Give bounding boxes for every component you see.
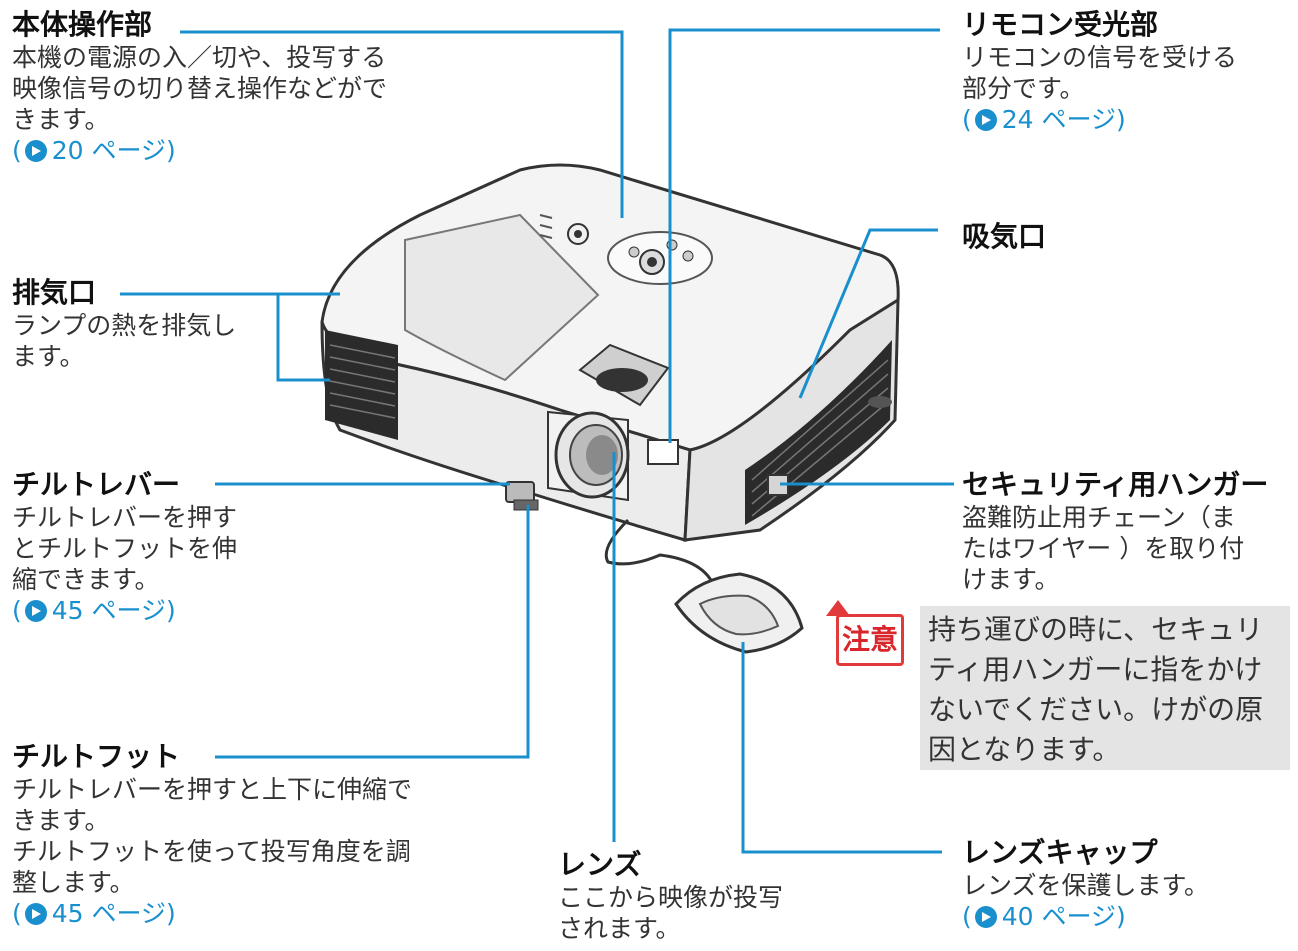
lens-desc-1: ここから映像が投写 — [558, 883, 784, 912]
exhaust-desc-1: ランプの熱を排気し — [12, 311, 237, 340]
tilt-foot-desc-1: チルトレバーを押すと上下に伸縮で — [12, 775, 413, 804]
caution-line-3: ないでください。けがの原 — [928, 693, 1264, 726]
tilt-foot-title: チルトフット — [12, 740, 181, 773]
callout-security-hanger: セキュリティ用ハンガー 盗難防止用チェーン（ま たはワイヤー ）を取り付 けます… — [962, 468, 1268, 595]
tilt-foot-page-ref-label: 45 ページ) — [51, 899, 176, 928]
remote-sensor-title: リモコン受光部 — [962, 8, 1159, 41]
security-hanger-desc-1: 盗難防止用チェーン（ま — [962, 503, 1236, 532]
page-reference-arrow-icon — [24, 599, 47, 622]
control-panel-desc-2: 映像信号の切り替え操作などがで — [12, 74, 388, 103]
remote-sensor-desc-2: 部分です。 — [962, 74, 1085, 103]
page-reference-arrow-icon — [24, 139, 47, 162]
lens-cap-desc-1: レンズを保護します。 — [962, 871, 1210, 900]
page-reference-arrow-icon — [974, 108, 997, 131]
tilt-lever-page-ref-label: 45 ページ) — [51, 596, 176, 625]
exhaust-title: 排気口 — [12, 276, 97, 309]
remote-sensor-page-ref-label: 24 ページ) — [1001, 105, 1126, 134]
tilt-lever-desc-2: とチルトフットを伸 — [12, 534, 238, 563]
callout-lens: レンズ ここから映像が投写 されます。 — [558, 848, 783, 944]
tilt-lever-title: チルトレバー — [12, 468, 181, 501]
caution-badge: 注意 — [836, 614, 904, 666]
page-reference-arrow-icon — [974, 905, 997, 928]
remote-sensor-page-ref[interactable]: ( 24 ページ) — [962, 105, 1126, 134]
caution-flag-icon — [826, 600, 850, 616]
caution-line-2: ティ用ハンガーに指をかけ — [928, 653, 1263, 686]
callout-remote-sensor: リモコン受光部 リモコンの信号を受ける 部分です。 ( 24 ページ) — [962, 8, 1237, 135]
tilt-lever-page-ref[interactable]: ( 45 ページ) — [12, 596, 176, 625]
remote-sensor-desc-1: リモコンの信号を受ける — [962, 43, 1238, 72]
security-hanger-desc-2: たはワイヤー ）を取り付 — [962, 534, 1245, 563]
lens-desc-2: されます。 — [558, 914, 681, 943]
control-panel-desc-1: 本機の電源の入／切や、投写する — [12, 43, 387, 72]
caution-line-4: 因となります。 — [928, 733, 1121, 766]
callout-control-panel: 本体操作部 本機の電源の入／切や、投写する 映像信号の切り替え操作などがで きま… — [12, 8, 387, 166]
security-hanger-title: セキュリティ用ハンガー — [962, 468, 1269, 501]
tilt-lever-desc-3: 縮できます。 — [12, 565, 160, 594]
lens-title: レンズ — [558, 848, 642, 881]
control-panel-page-ref[interactable]: ( 20 ページ) — [12, 136, 176, 165]
tilt-foot-desc-3: チルトフットを使って投写角度を調 — [12, 837, 411, 866]
lens-cap-title: レンズキャップ — [962, 836, 1158, 869]
callout-intake: 吸気口 — [962, 220, 1046, 254]
tilt-foot-desc-2: きます。 — [12, 806, 110, 835]
control-panel-page-ref-label: 20 ページ) — [51, 136, 176, 165]
callout-lens-cap: レンズキャップ レンズを保護します。 ( 40 ページ) — [962, 836, 1209, 932]
lens-cap-page-ref-label: 40 ページ) — [1001, 902, 1126, 931]
security-hanger-desc-3: けます。 — [962, 565, 1060, 594]
callout-tilt-foot: チルトフット チルトレバーを押すと上下に伸縮で きます。 チルトフットを使って投… — [12, 740, 412, 929]
tilt-foot-desc-4: 整します。 — [12, 868, 135, 897]
leader-lines — [120, 28, 954, 854]
callout-exhaust: 排気口 ランプの熱を排気し ます。 — [12, 276, 236, 372]
page-reference-arrow-icon — [24, 902, 47, 925]
exhaust-desc-2: ます。 — [12, 342, 85, 371]
tilt-lever-desc-1: チルトレバーを押す — [12, 503, 238, 532]
tilt-foot-page-ref[interactable]: ( 45 ページ) — [12, 899, 176, 928]
caution-box: 持ち運びの時に、セキュリ ティ用ハンガーに指をかけ ないでください。けがの原 因… — [920, 606, 1290, 770]
projector-illustration — [320, 163, 900, 654]
caution-line-1: 持ち運びの時に、セキュリ — [928, 613, 1264, 646]
control-panel-title: 本体操作部 — [12, 8, 153, 41]
callout-tilt-lever: チルトレバー チルトレバーを押す とチルトフットを伸 縮できます。 ( 45 ペ… — [12, 468, 237, 626]
intake-title: 吸気口 — [962, 220, 1047, 253]
control-panel-desc-3: きます。 — [12, 105, 110, 134]
lens-cap-page-ref[interactable]: ( 40 ページ) — [962, 902, 1126, 931]
